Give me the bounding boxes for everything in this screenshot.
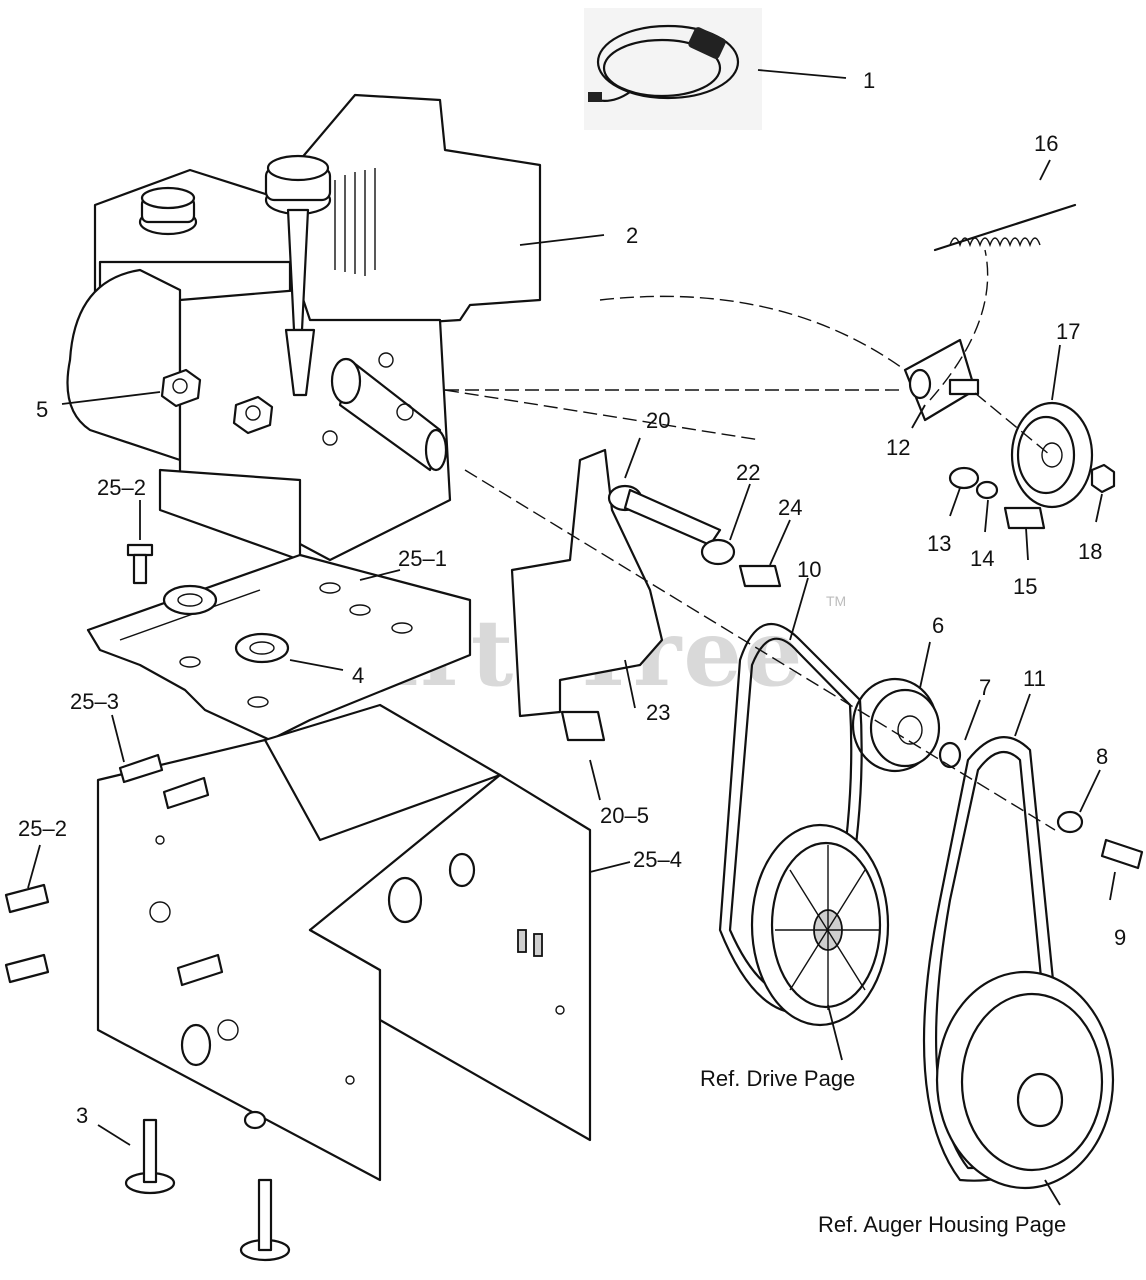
watermark-tm: TM	[826, 593, 846, 609]
callout-18: 18	[1078, 539, 1102, 564]
engine-pulley	[851, 677, 1144, 870]
callout-17: 17	[1056, 319, 1080, 344]
power-cord-part	[584, 8, 762, 130]
carriage-bolts	[124, 1118, 291, 1262]
idler-assembly	[903, 203, 1116, 530]
callout-25-2-left: 25–2	[18, 816, 67, 841]
callout-15: 15	[1013, 574, 1037, 599]
callout-25-1: 25–1	[398, 546, 447, 571]
bolts-25	[4, 543, 224, 987]
callout-3: 3	[76, 1103, 88, 1128]
callout-11: 11	[1023, 666, 1046, 691]
callout-6: 6	[932, 613, 944, 638]
callout-25-4: 25–4	[633, 847, 682, 872]
callout-2: 2	[626, 223, 638, 248]
callout-4: 4	[352, 663, 364, 688]
callout-25-2-top: 25–2	[97, 475, 146, 500]
callout-1: 1	[863, 68, 875, 93]
lock-washers	[162, 584, 290, 664]
callout-13: 13	[927, 531, 951, 556]
callout-10: 10	[797, 557, 821, 582]
callout-14: 14	[970, 546, 994, 571]
callout-12: 12	[886, 435, 910, 460]
callout-20-5: 20–5	[600, 803, 649, 828]
belt-guard-bracket	[510, 448, 722, 718]
ref-auger-housing-page: Ref. Auger Housing Page	[818, 1212, 1066, 1237]
callout-7: 7	[979, 675, 991, 700]
callout-16: 16	[1034, 131, 1058, 156]
callout-25-3: 25–3	[70, 689, 119, 714]
callout-22: 22	[736, 460, 760, 485]
callout-23: 23	[646, 700, 670, 725]
idler-hardware	[560, 538, 782, 742]
alignment-lines	[444, 249, 1056, 831]
callout-8: 8	[1096, 744, 1108, 769]
frame-assembly	[96, 703, 592, 1182]
callout-9: 9	[1114, 925, 1126, 950]
ref-drive-page: Ref. Drive Page	[700, 1066, 855, 1091]
drive-belts	[718, 623, 1115, 1190]
engine-assembly	[66, 93, 542, 562]
callout-24: 24	[778, 495, 802, 520]
callout-5: 5	[36, 397, 48, 422]
leader-lines	[27, 69, 1116, 1206]
callout-20: 20	[646, 408, 670, 433]
